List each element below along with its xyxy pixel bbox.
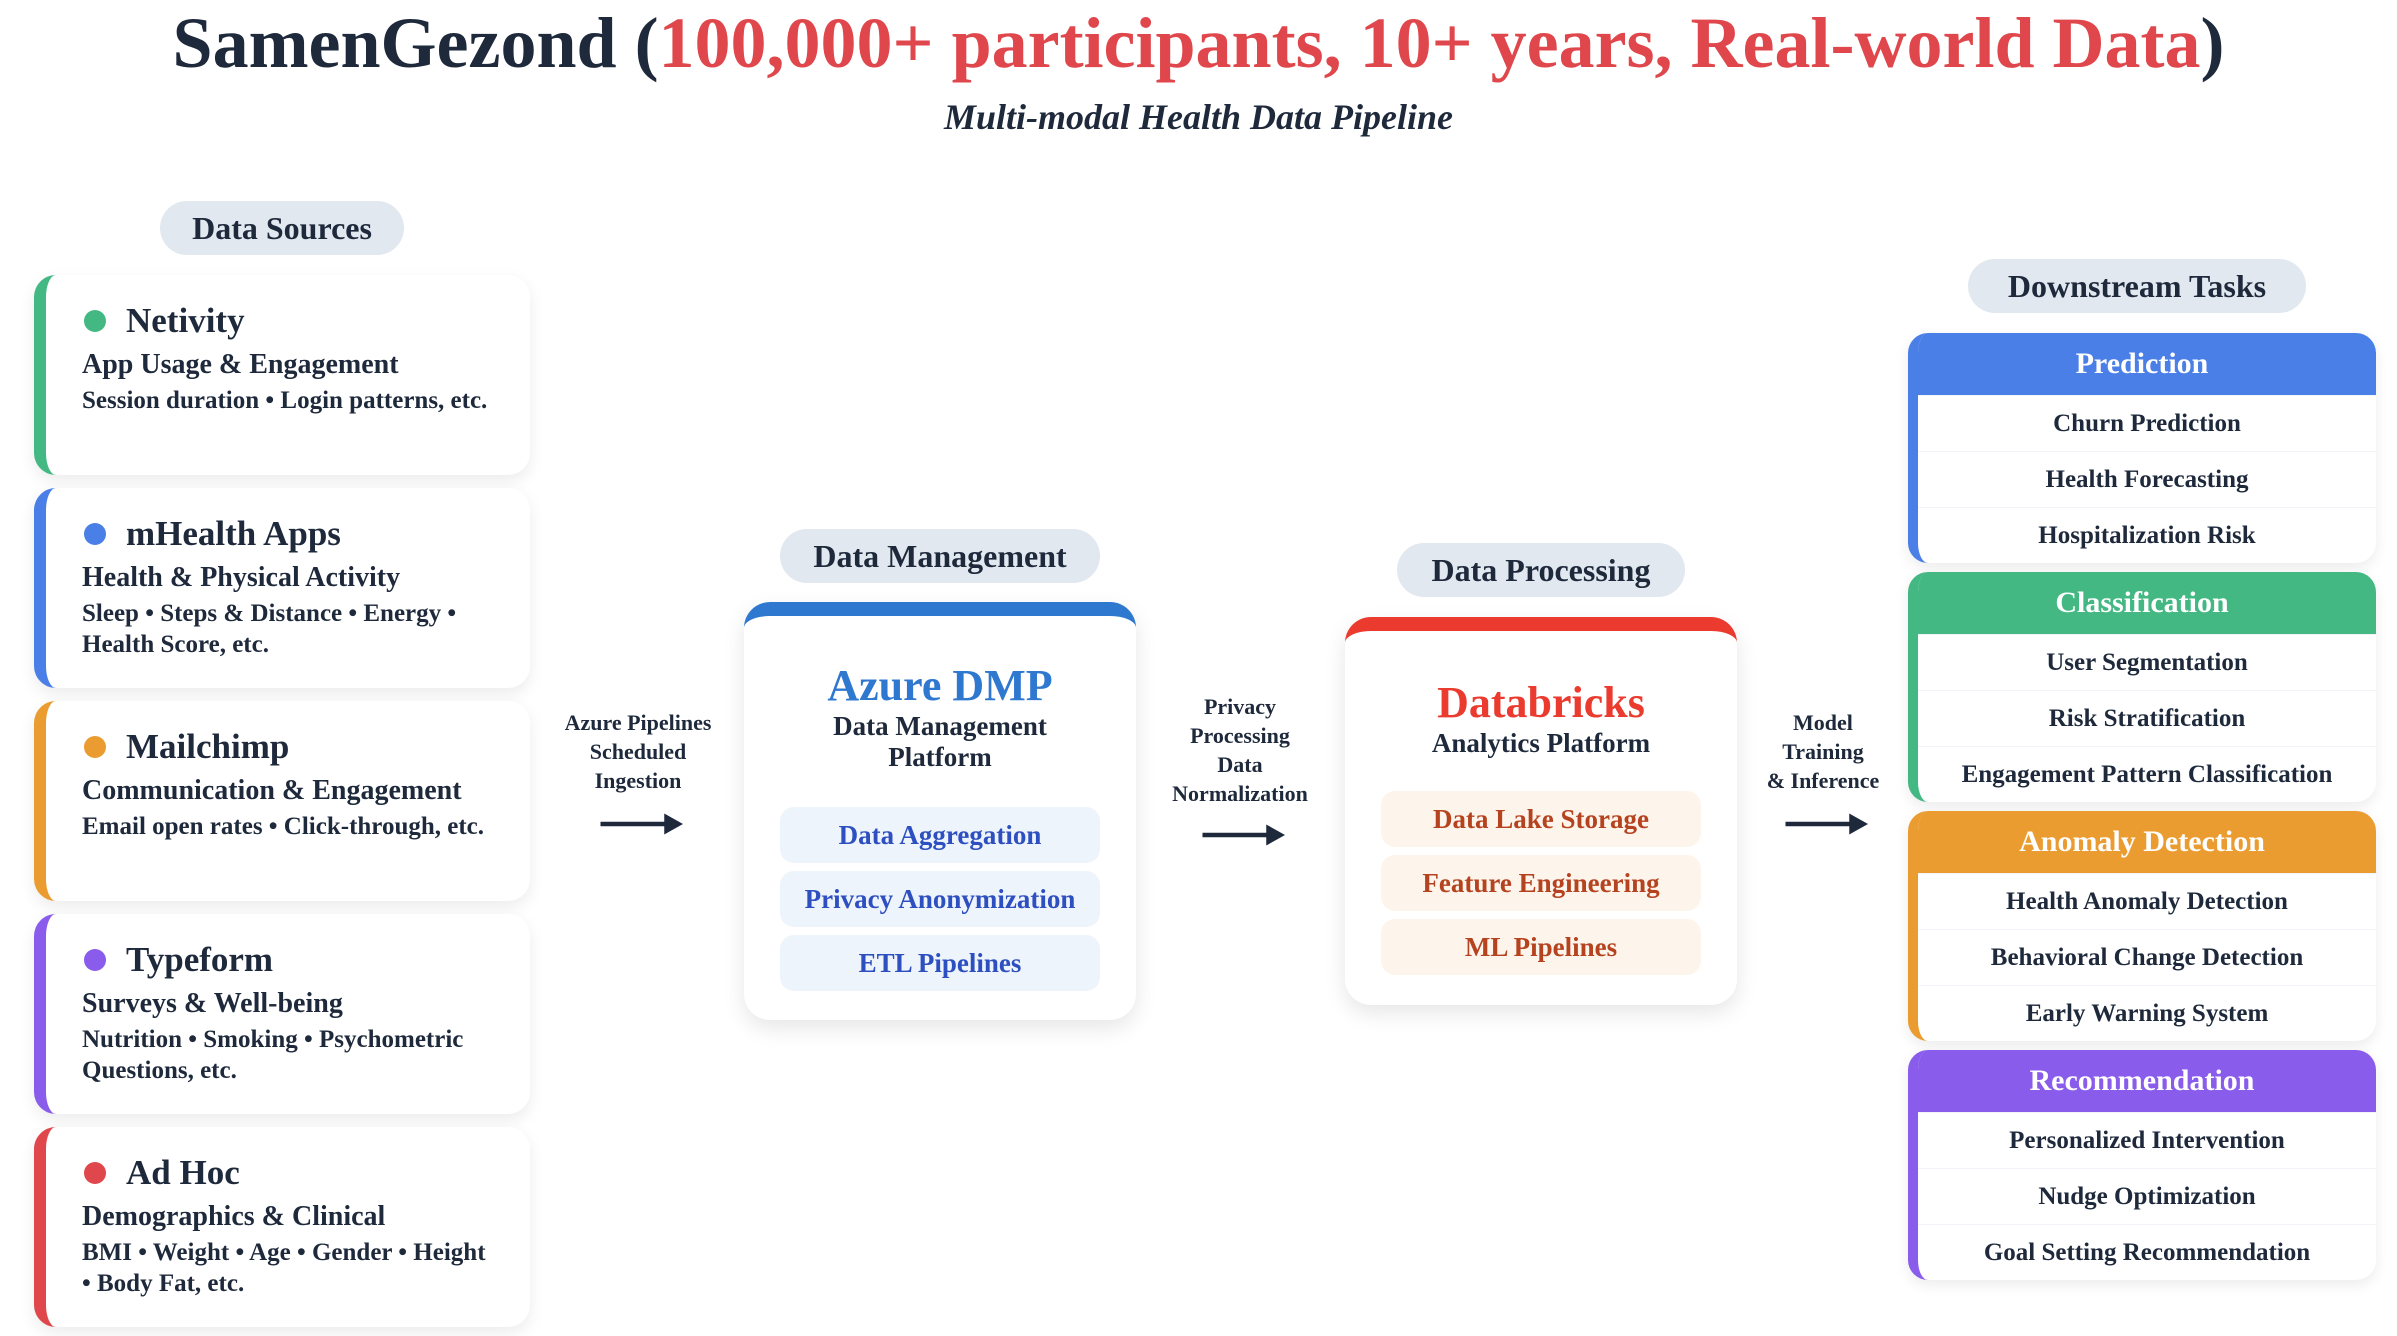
source-name: mHealth Apps: [126, 514, 341, 553]
section-label-data-processing: Data Processing: [1397, 543, 1685, 597]
platform-name: Databricks: [1437, 678, 1645, 727]
flow-arrow-privacy-processing: Privacy Processing Data Normalization: [1150, 692, 1330, 850]
source-name: Ad Hoc: [126, 1153, 240, 1192]
task-card-recommendation: Recommendation Personalized Intervention…: [1908, 1050, 2376, 1280]
orange-dot-icon: [84, 736, 106, 758]
green-dot-icon: [84, 310, 106, 332]
task-item: Hospitalization Risk: [1918, 507, 2376, 563]
source-card-typeform: Typeform Surveys & Well-being Nutrition …: [34, 914, 530, 1114]
task-item: Early Warning System: [1918, 985, 2376, 1041]
arrow-label-line: Scheduled: [589, 739, 687, 764]
source-name: Mailchimp: [126, 727, 290, 766]
arrow-label-line: Training: [1782, 739, 1864, 764]
title-paren-close: ): [2200, 3, 2225, 83]
arrow-label-line: Ingestion: [594, 768, 682, 793]
source-card-mailchimp: Mailchimp Communication & Engagement Ema…: [34, 701, 530, 901]
platform-desc: Data Management Platform: [744, 711, 1136, 773]
platform-desc: Analytics Platform: [1431, 728, 1651, 758]
source-details: Email open rates • Click-through, etc.: [82, 813, 485, 840]
flow-arrow-ingestion: Azure Pipelines Scheduled Ingestion: [548, 708, 728, 839]
section-label-data-management: Data Management: [780, 529, 1100, 583]
task-title: Recommendation: [1918, 1050, 2376, 1112]
feature-data-aggregation: Data Aggregation: [780, 807, 1100, 863]
page-title: SamenGezond (100,000+ participants, 10+ …: [0, 2, 2397, 85]
platform-desc-line: Data Management: [833, 711, 1047, 741]
right-arrow-icon: [1785, 813, 1868, 835]
source-category: Demographics & Clinical: [82, 1201, 386, 1232]
task-item: Health Anomaly Detection: [1918, 873, 2376, 929]
task-item: Goal Setting Recommendation: [1918, 1224, 2376, 1280]
platform-card-azure-dmp: Azure DMP Data Management Platform Data …: [744, 602, 1136, 1020]
source-name: Netivity: [126, 301, 245, 340]
arrow-label: Privacy Processing Data Normalization: [1150, 692, 1330, 808]
arrow-label-line: Model: [1793, 710, 1853, 735]
source-category: Health & Physical Activity: [82, 562, 401, 593]
flow-arrow-model-training: Model Training & Inference: [1733, 708, 1913, 839]
source-category: Surveys & Well-being: [82, 988, 343, 1019]
platform-desc-line: Platform: [888, 742, 992, 772]
feature-feature-engineering: Feature Engineering: [1381, 855, 1701, 911]
task-item: Engagement Pattern Classification: [1918, 746, 2376, 802]
arrow-label-line: Privacy: [1203, 694, 1277, 719]
section-label-data-sources: Data Sources: [160, 201, 404, 255]
source-details: Nutrition • Smoking • Psychometric Quest…: [82, 1026, 464, 1084]
blue-dot-icon: [84, 523, 106, 545]
arrow-label-line: Processing: [1190, 723, 1290, 748]
title-main: SamenGezond: [172, 3, 617, 83]
source-category: App Usage & Engagement: [82, 349, 399, 380]
task-item: Personalized Intervention: [1918, 1112, 2376, 1168]
platform-card-databricks: Databricks Analytics Platform Data Lake …: [1345, 617, 1737, 1005]
feature-privacy-anonymization: Privacy Anonymization: [780, 871, 1100, 927]
arrow-label-line: & Inference: [1766, 768, 1880, 793]
arrow-label: Azure Pipelines Scheduled Ingestion: [548, 708, 728, 795]
task-item: Churn Prediction: [1918, 395, 2376, 451]
source-card-netivity: Netivity App Usage & Engagement Session …: [34, 275, 530, 475]
task-item: Behavioral Change Detection: [1918, 929, 2376, 985]
task-title: Anomaly Detection: [1918, 811, 2376, 873]
feature-data-lake-storage: Data Lake Storage: [1381, 791, 1701, 847]
source-details: Sleep • Steps & Distance • Energy • Heal…: [82, 600, 457, 658]
source-card-mhealth-apps: mHealth Apps Health & Physical Activity …: [34, 488, 530, 688]
task-item: User Segmentation: [1918, 634, 2376, 690]
source-name: Typeform: [126, 940, 274, 979]
arrow-label-line: Normalization: [1172, 781, 1308, 806]
task-item: Risk Stratification: [1918, 690, 2376, 746]
arrow-label-line: Azure Pipelines: [564, 710, 712, 735]
task-card-classification: Classification User Segmentation Risk St…: [1908, 572, 2376, 802]
feature-etl-pipelines: ETL Pipelines: [780, 935, 1100, 991]
task-title: Classification: [1918, 572, 2376, 634]
purple-dot-icon: [84, 949, 106, 971]
page-subtitle: Multi-modal Health Data Pipeline: [943, 97, 1453, 137]
platform-name: Azure DMP: [827, 661, 1053, 710]
right-arrow-icon: [1202, 824, 1285, 846]
source-details: BMI • Weight • Age • Gender • Height • B…: [82, 1239, 486, 1297]
red-dot-icon: [84, 1162, 106, 1184]
title-highlight: 100,000+ participants, 10+ years, Real-w…: [658, 3, 2201, 83]
source-card-ad-hoc: Ad Hoc Demographics & Clinical BMI • Wei…: [34, 1127, 530, 1327]
right-arrow-icon: [600, 813, 683, 835]
title-paren-open: (: [616, 3, 659, 83]
arrow-label-line: Data: [1217, 752, 1263, 777]
source-category: Communication & Engagement: [82, 775, 462, 806]
section-label-downstream-tasks: Downstream Tasks: [1968, 259, 2306, 313]
task-item: Nudge Optimization: [1918, 1168, 2376, 1224]
task-card-anomaly-detection: Anomaly Detection Health Anomaly Detecti…: [1908, 811, 2376, 1041]
feature-ml-pipelines: ML Pipelines: [1381, 919, 1701, 975]
source-details: Session duration • Login patterns, etc.: [82, 387, 488, 414]
arrow-label: Model Training & Inference: [1733, 708, 1913, 795]
task-card-prediction: Prediction Churn Prediction Health Forec…: [1908, 333, 2376, 563]
task-item: Health Forecasting: [1918, 451, 2376, 507]
task-title: Prediction: [1918, 333, 2376, 395]
